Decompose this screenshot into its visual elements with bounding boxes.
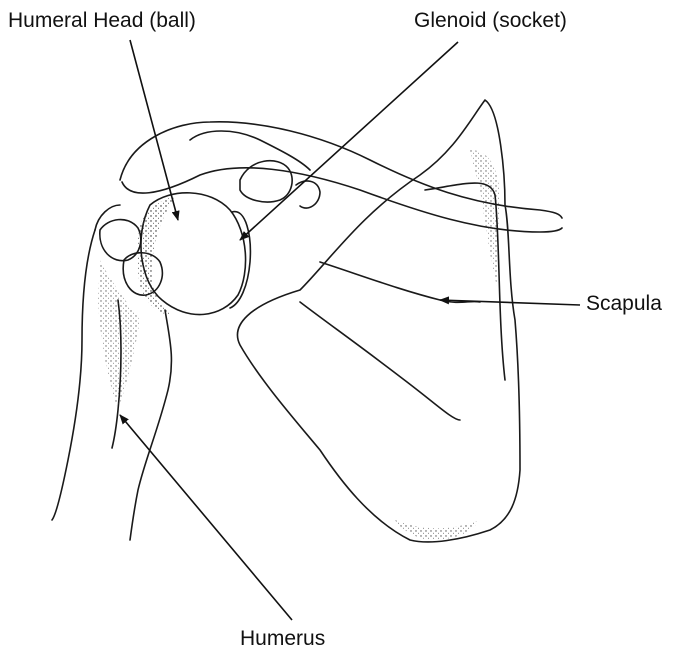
tuberosity-upper	[100, 220, 141, 261]
humeral-shading	[137, 196, 175, 315]
glenoid-label: Glenoid (socket)	[414, 10, 567, 31]
scapula-label: Scapula	[586, 293, 662, 314]
acromion	[190, 131, 310, 170]
humerus-shoulder	[95, 205, 120, 230]
humeral-head-label: Humeral Head (ball)	[8, 10, 196, 31]
scapula-ridge	[320, 262, 480, 302]
humerus-shading	[98, 260, 140, 410]
scapula-shading	[470, 150, 500, 290]
scapula-ridge-2	[300, 302, 460, 420]
humerus-pointer	[120, 415, 292, 620]
glenoid-pointer	[240, 42, 458, 240]
humerus-label: Humerus	[240, 628, 325, 649]
